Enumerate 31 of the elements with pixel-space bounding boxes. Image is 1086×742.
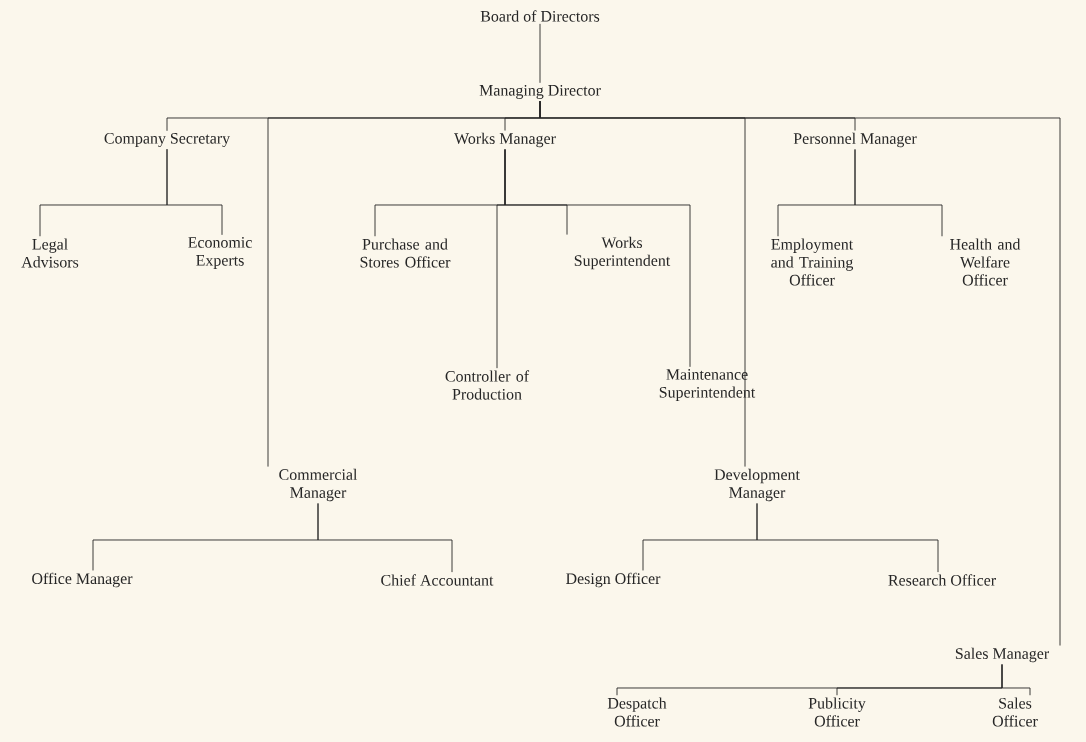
job-title: Works Superintendent <box>574 236 671 270</box>
job-title: Works Manager <box>454 132 556 148</box>
job-title: Economic Experts <box>188 237 252 269</box>
job-title: Maintenance Superintendent <box>659 369 756 401</box>
connector-line <box>854 149 943 237</box>
job-title: Legal Advisors <box>21 238 79 268</box>
connector-line <box>166 148 223 236</box>
job-title: Research Officer <box>888 574 996 586</box>
connector-line <box>317 502 453 573</box>
job-title: Chief Accountant <box>381 574 494 586</box>
connector-line <box>1001 664 1031 696</box>
job-title: Managing Director <box>479 85 601 99</box>
job-title: Publicity Officer <box>808 697 866 727</box>
job-title: Office Manager <box>32 572 133 588</box>
job-title: Despatch Officer <box>607 697 667 727</box>
job-title: Purchase and Stores Officer <box>360 238 451 268</box>
job-title: Employment and Training Officer <box>771 238 854 286</box>
job-title: Personnel Manager <box>793 132 917 148</box>
connector-line <box>539 23 541 84</box>
connector-line <box>504 149 691 368</box>
job-title: Board of Directors <box>480 10 600 22</box>
job-title: Commercial Manager <box>279 468 358 502</box>
connector-line <box>756 502 939 573</box>
connector-line <box>539 100 1061 646</box>
job-title: Sales Manager <box>955 647 1049 663</box>
job-title: Development Manager <box>714 468 800 502</box>
job-title: Sales Officer <box>992 697 1038 727</box>
job-title: Design Officer <box>566 572 661 588</box>
job-title: Company Secretary <box>104 133 231 147</box>
job-title: Health and Welfare Officer <box>950 238 1021 286</box>
job-title: Controller of Production <box>445 370 530 400</box>
